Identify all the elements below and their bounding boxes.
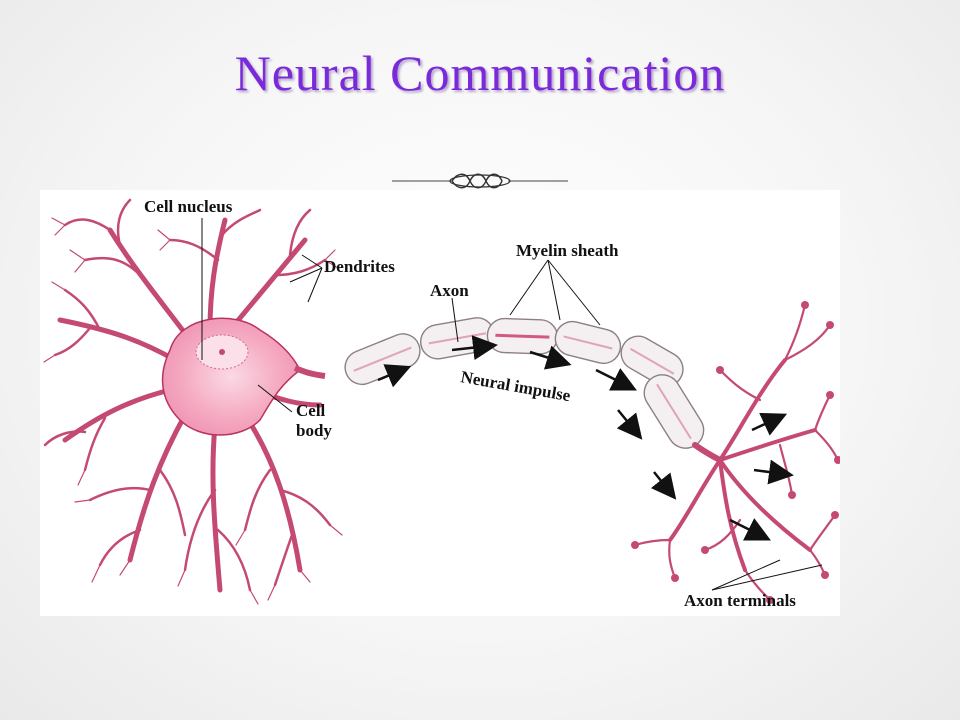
neural-impulse-arrows bbox=[377, 335, 794, 541]
neuron-diagram: Cell nucleus Dendrites Axon Myelin sheat… bbox=[40, 190, 840, 616]
slide-title: Neural Communication bbox=[234, 45, 726, 101]
label-cell-nucleus: Cell nucleus bbox=[144, 197, 233, 216]
label-leader-lines bbox=[201, 218, 823, 591]
label-cell-body-line2: body bbox=[296, 421, 332, 440]
neuron-illustration: Cell nucleus Dendrites Axon Myelin sheat… bbox=[43, 197, 840, 610]
label-myelin-sheath: Myelin sheath bbox=[516, 241, 619, 260]
title-divider-ornament bbox=[392, 173, 568, 189]
cell-body bbox=[161, 317, 301, 436]
label-axon: Axon bbox=[430, 281, 469, 300]
label-dendrites: Dendrites bbox=[324, 257, 395, 276]
label-cell-body-line1: Cell bbox=[296, 401, 326, 420]
axon-terminals bbox=[631, 301, 840, 604]
label-axon-terminals: Axon terminals bbox=[684, 591, 796, 610]
label-neural-impulse: Neural impulse bbox=[459, 367, 572, 405]
